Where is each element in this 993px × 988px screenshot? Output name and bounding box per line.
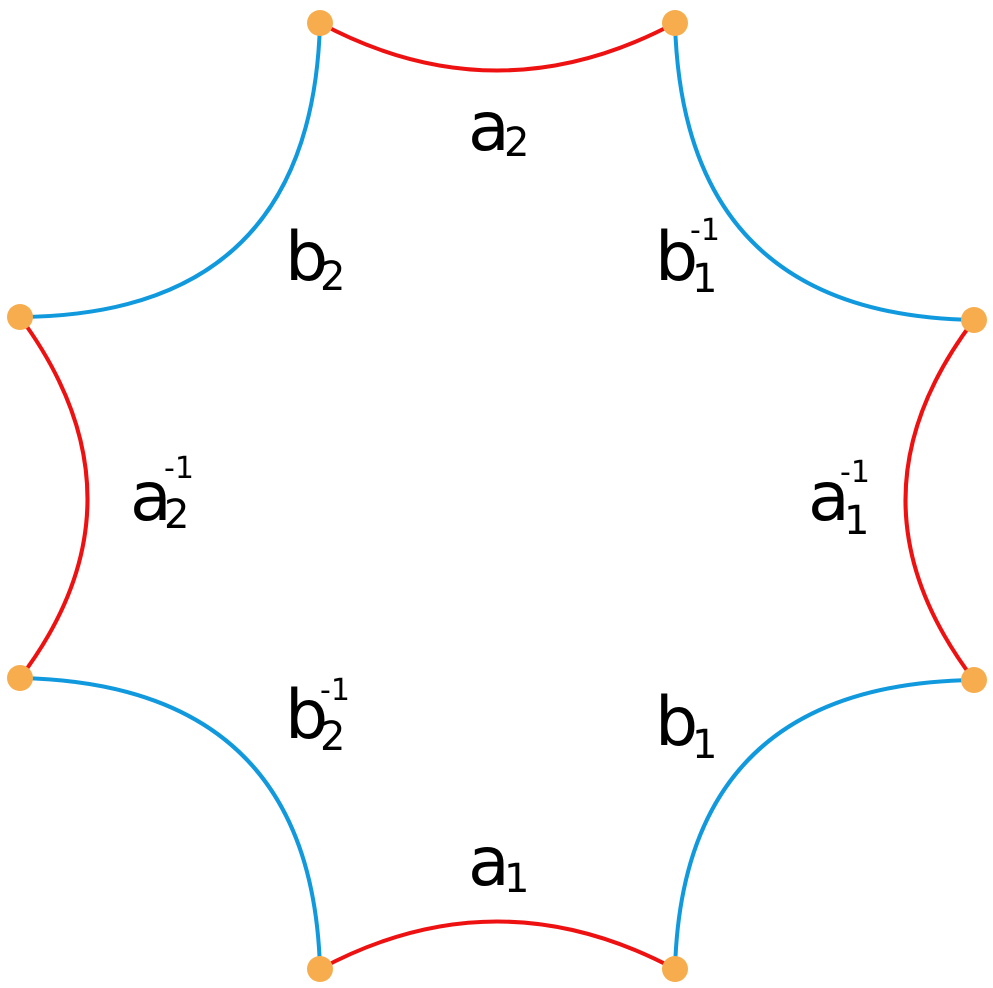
svg-text:2: 2 [320, 714, 345, 760]
edge-b1-inverse [673, 22, 975, 322]
edge-a2-inverse [18, 315, 90, 680]
svg-text:b: b [285, 218, 328, 297]
svg-text:-1: -1 [320, 673, 350, 708]
label-b2-inverse: b 2 -1 [285, 673, 350, 760]
svg-text:a: a [468, 88, 510, 167]
vertex-dot [662, 956, 688, 982]
svg-text:a: a [808, 458, 850, 537]
label-a1: a 1 [468, 823, 529, 902]
vertex-dot [662, 10, 688, 36]
label-b1-inverse: b 1 -1 [655, 213, 720, 302]
svg-text:b: b [655, 683, 698, 762]
svg-text:1: 1 [692, 256, 717, 302]
label-a1-inverse: a 1 -1 [808, 455, 870, 544]
edge-b2 [19, 22, 322, 319]
svg-text:2: 2 [320, 254, 345, 300]
svg-text:b: b [655, 218, 698, 297]
edge-a2 [319, 21, 676, 73]
vertex-dot [961, 667, 987, 693]
vertex-dot [7, 304, 33, 330]
svg-text:2: 2 [164, 492, 189, 538]
label-a2-inverse: a 2 -1 [130, 451, 194, 538]
label-a2: a 2 [468, 88, 529, 167]
svg-text:b: b [285, 676, 328, 755]
svg-text:-1: -1 [840, 455, 870, 490]
label-b1: b 1 [655, 683, 717, 768]
edge-a1-inverse [903, 318, 976, 682]
svg-text:2: 2 [504, 120, 529, 166]
svg-text:-1: -1 [164, 451, 194, 486]
edge-a1 [319, 919, 676, 971]
vertex-dot [307, 10, 333, 36]
vertex-dot [7, 665, 33, 691]
vertex-dot [307, 956, 333, 982]
label-b2: b 2 [285, 218, 345, 300]
svg-text:1: 1 [692, 722, 717, 768]
svg-text:-1: -1 [690, 213, 720, 248]
edge-b2-inverse [19, 676, 322, 970]
svg-text:a: a [130, 458, 172, 537]
svg-text:1: 1 [504, 856, 529, 902]
edge-b1 [673, 678, 975, 970]
vertex-dot [961, 307, 987, 333]
svg-text:a: a [468, 823, 510, 902]
svg-text:1: 1 [844, 498, 869, 544]
